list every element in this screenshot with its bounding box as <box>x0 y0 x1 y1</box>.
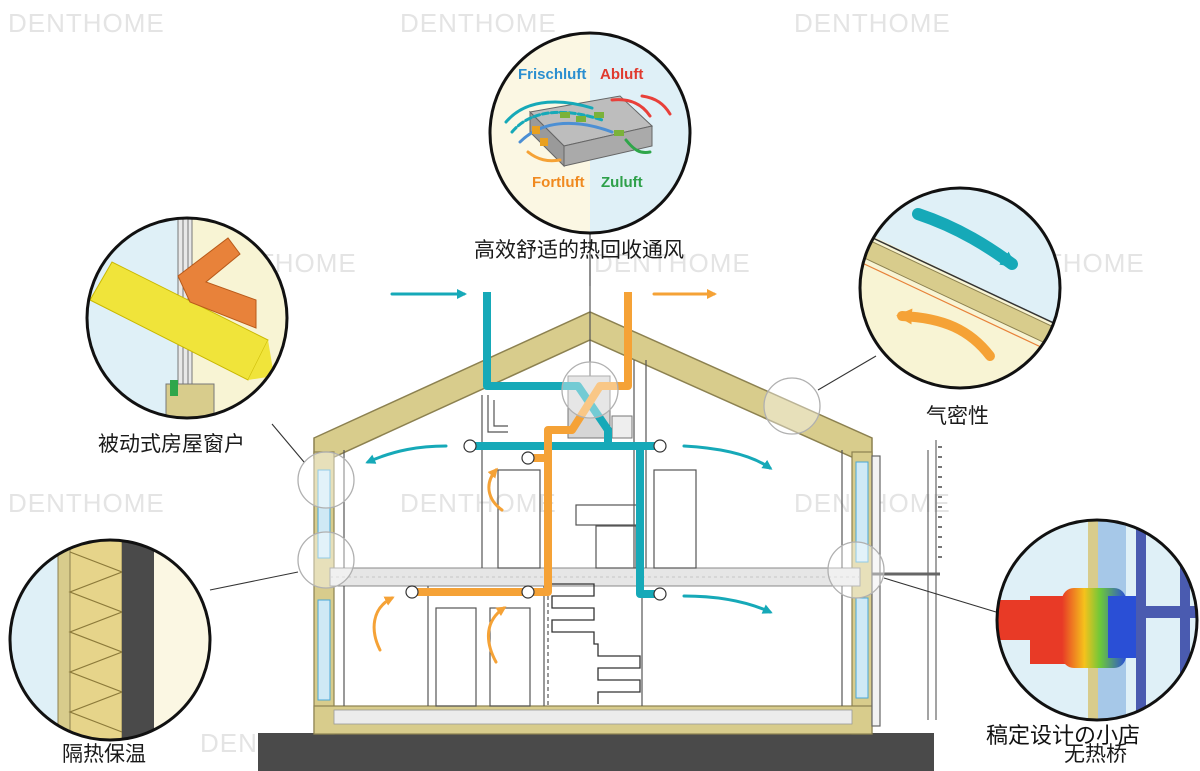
thermal-bridge-detail-ring <box>995 518 1199 722</box>
highlight-circles <box>297 361 885 599</box>
ventilation-controller <box>611 415 633 439</box>
shop-watermark-label: 稿定设计の小店 <box>986 724 1141 749</box>
thermal-bridge-label: 无热桥 <box>1064 742 1127 766</box>
exterior-structure <box>871 440 940 727</box>
ventilation-label: 高效舒适的热回收通风 <box>474 238 684 262</box>
fresh-air-label: Frischluft <box>518 66 587 83</box>
supply-air-label: Zuluft <box>601 174 643 191</box>
exhaust-air-label: Abluft <box>600 66 644 83</box>
airflow-arrows <box>365 289 773 664</box>
ground <box>258 733 934 771</box>
window-right-upper <box>855 461 869 563</box>
window-left-upper <box>317 469 331 559</box>
window-right-lower <box>855 597 869 699</box>
window-detail-ring <box>85 216 289 420</box>
floor-inner <box>333 709 853 725</box>
ventilation-detail <box>490 33 690 233</box>
thermal-bridge-detail <box>997 520 1197 720</box>
exterior-facade-marks <box>938 446 942 558</box>
window-label: 被动式房屋窗户 <box>98 432 245 456</box>
staircase <box>550 583 641 704</box>
window-left-lower <box>317 599 331 701</box>
leader-lines <box>209 232 997 613</box>
airtightness-label: 气密性 <box>926 404 989 428</box>
ventilation-detail-ring <box>488 31 692 235</box>
insulation-detail <box>10 540 210 740</box>
window-detail <box>87 218 287 418</box>
airtightness-detail <box>860 188 1060 388</box>
outgoing-air-label: Fortluft <box>532 174 585 191</box>
airtightness-detail-ring <box>858 186 1062 390</box>
interior <box>343 286 843 707</box>
air-outlets <box>405 439 667 601</box>
fresh-air-duct <box>470 292 660 598</box>
insulation-detail-ring <box>8 538 212 742</box>
insulation-label: 隔热保温 <box>62 742 146 766</box>
